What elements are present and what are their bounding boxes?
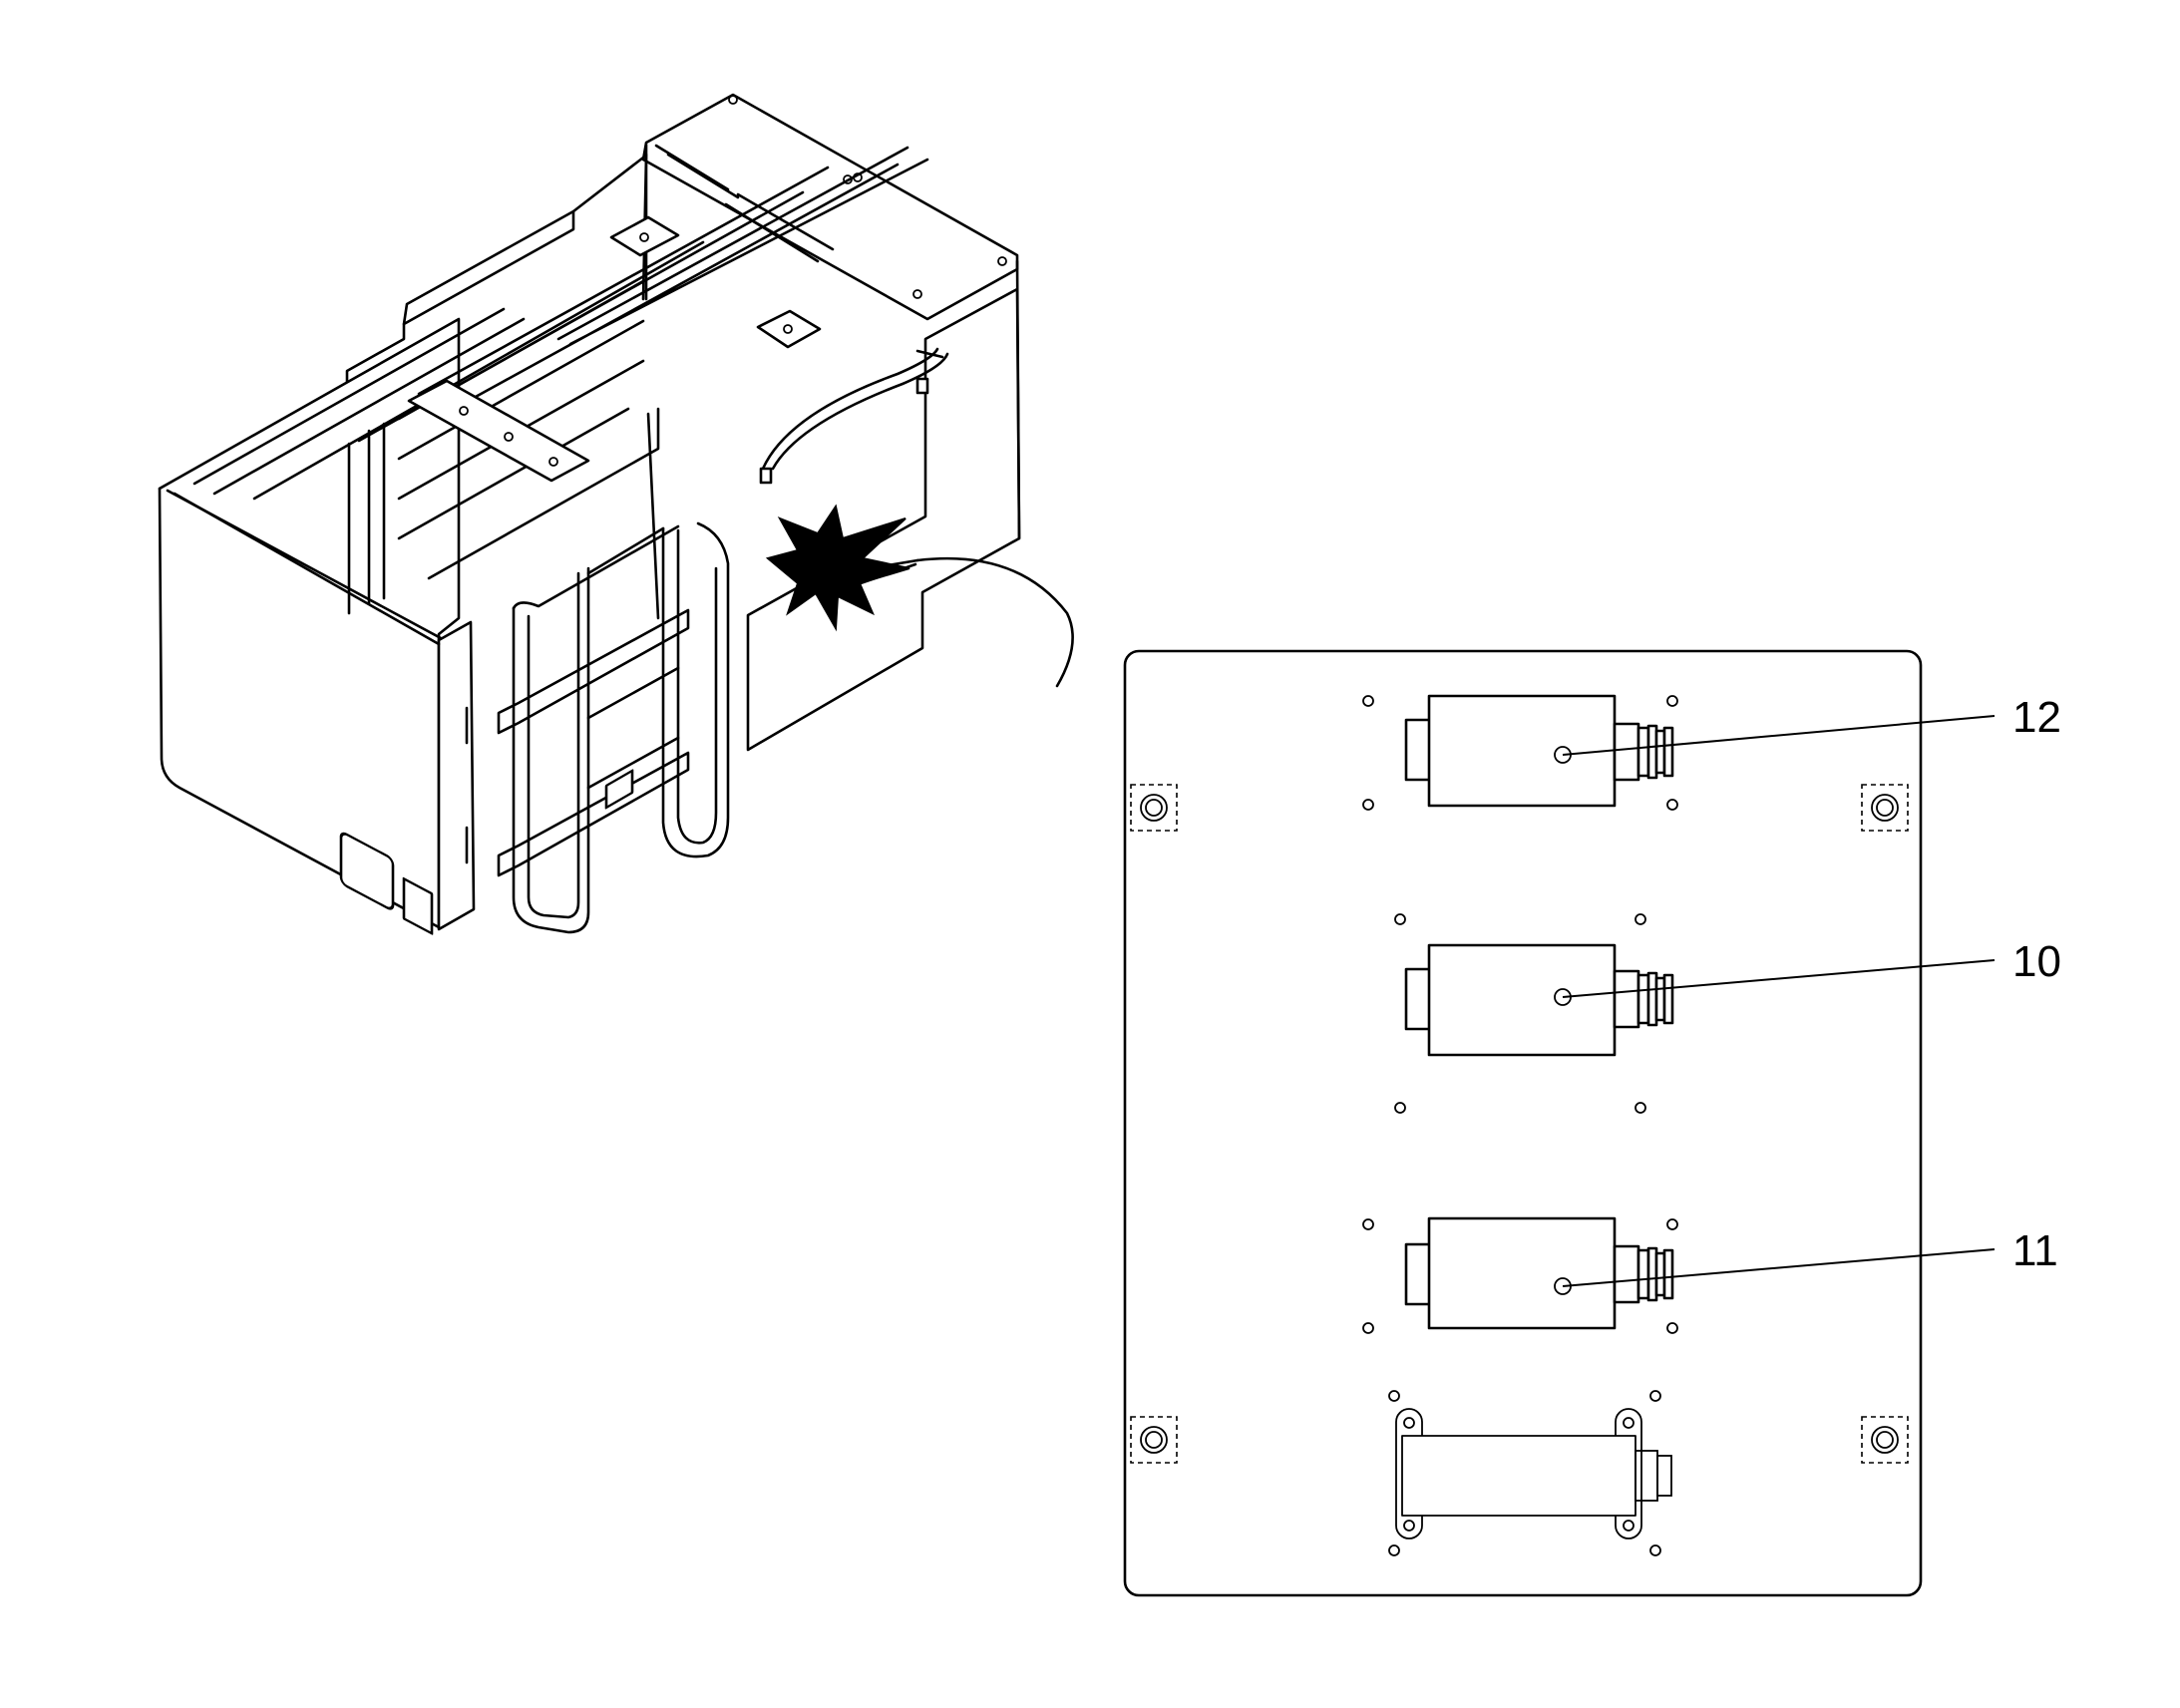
burst-icon	[765, 504, 910, 632]
top-bar-plate-1	[609, 215, 680, 257]
top-bar-plate-3	[407, 379, 590, 483]
rear-top-panel	[641, 93, 1019, 321]
nameplate	[339, 832, 395, 910]
detail-arrow	[915, 556, 1074, 688]
mounting-plate	[1123, 649, 1923, 1597]
nameplate-small	[402, 876, 434, 935]
corner-studs	[1130, 784, 1909, 1464]
callout-10: 10	[2012, 937, 2061, 986]
leader-11	[1562, 1248, 1996, 1287]
front-end-panel	[437, 620, 476, 931]
right-side-wall	[746, 287, 1021, 752]
callout-11: 11	[2012, 1226, 2058, 1275]
rear-handle	[761, 347, 949, 471]
equipment-enclosure	[158, 93, 1021, 935]
callout-12: 12	[2012, 693, 2061, 742]
middle-connector-module	[1394, 913, 1674, 1114]
detail-view: 12 10 11	[1123, 649, 2061, 1597]
lower-connector-module	[1362, 1216, 1678, 1334]
bottom-filter-unit	[1388, 1390, 1672, 1556]
leader-10	[1562, 959, 1996, 998]
upper-connector-module	[1362, 694, 1678, 811]
front-ladder	[497, 521, 730, 934]
leader-12	[1562, 715, 1996, 756]
top-bar-plate-2	[756, 309, 822, 349]
